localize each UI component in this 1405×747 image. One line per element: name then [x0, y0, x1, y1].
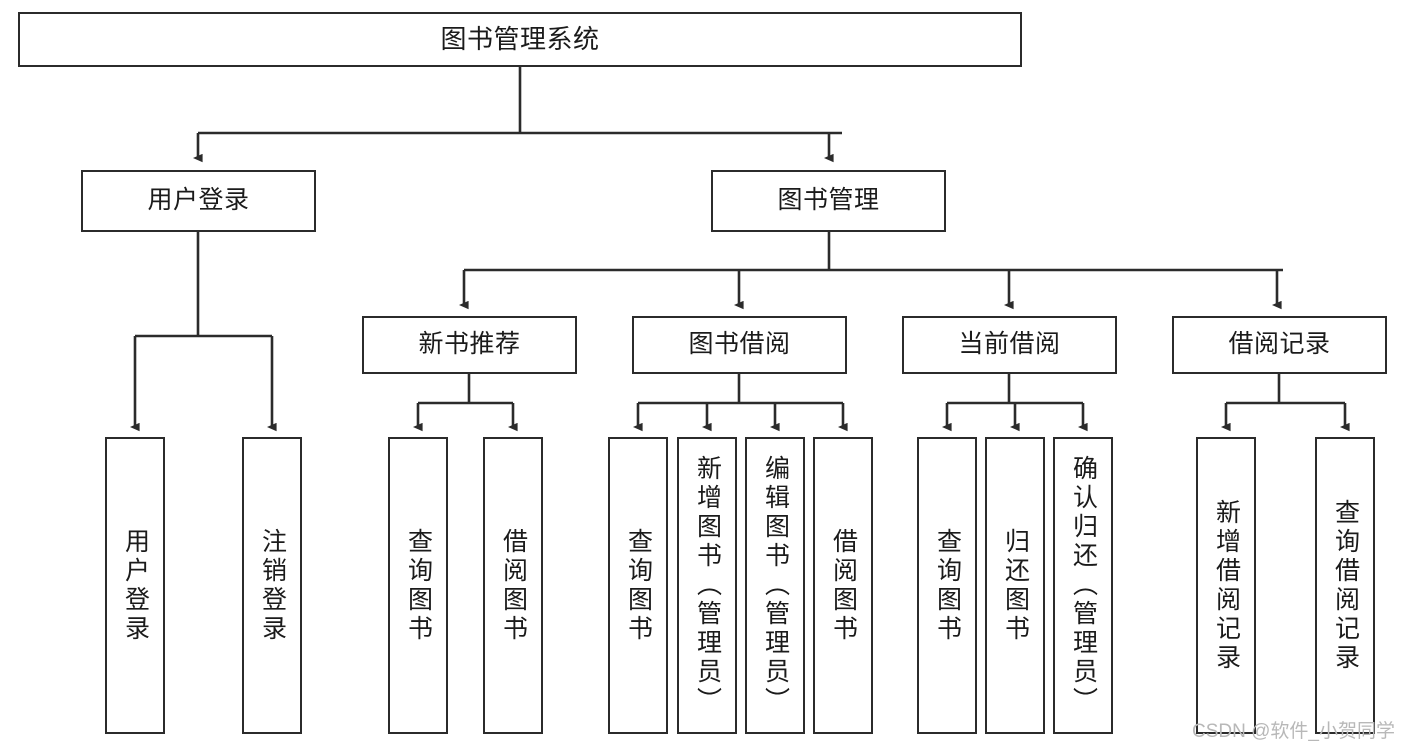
leaf-record-add[interactable]: 新增借阅记录: [1196, 437, 1256, 734]
leaf-recommend-borrow-book[interactable]: 借阅图书: [483, 437, 543, 734]
leaf-current-query-book[interactable]: 查询图书: [917, 437, 977, 734]
node-user-login[interactable]: 用户登录: [81, 170, 316, 232]
node-label: 用户登录: [147, 186, 250, 215]
leaf-user-login[interactable]: 用户登录: [105, 437, 165, 734]
node-label: 查询借阅记录: [1331, 498, 1360, 673]
leaf-current-return-book[interactable]: 归还图书: [985, 437, 1045, 734]
node-book-borrow[interactable]: 图书借阅: [632, 316, 847, 374]
node-borrow-record[interactable]: 借阅记录: [1172, 316, 1387, 374]
node-label: 编辑图书（管理员）: [761, 455, 790, 716]
node-label: 图书管理: [777, 186, 880, 215]
node-label: 新增借阅记录: [1212, 498, 1241, 673]
node-root-system[interactable]: 图书管理系统: [18, 12, 1022, 67]
node-label: 借阅图书: [499, 527, 528, 644]
node-label: 新增图书（管理员）: [693, 455, 722, 716]
node-label: 查询图书: [624, 527, 653, 644]
node-label: 当前借阅: [958, 330, 1061, 359]
leaf-current-confirm-return[interactable]: 确认归还（管理员）: [1053, 437, 1113, 734]
node-label: 借阅记录: [1228, 330, 1331, 359]
leaf-recommend-query-book[interactable]: 查询图书: [388, 437, 448, 734]
node-label: 注销登录: [258, 527, 287, 644]
node-label: 确认归还（管理员）: [1069, 455, 1098, 716]
leaf-borrow-query-book[interactable]: 查询图书: [608, 437, 668, 734]
node-current-borrow[interactable]: 当前借阅: [902, 316, 1117, 374]
leaf-record-query[interactable]: 查询借阅记录: [1315, 437, 1375, 734]
leaf-borrow-edit-book[interactable]: 编辑图书（管理员）: [745, 437, 805, 734]
node-new-book-recommend[interactable]: 新书推荐: [362, 316, 577, 374]
node-label: 图书借阅: [688, 330, 791, 359]
node-book-management[interactable]: 图书管理: [711, 170, 946, 232]
node-label: 借阅图书: [829, 527, 858, 644]
node-label: 归还图书: [1001, 527, 1030, 644]
leaf-borrow-borrow-book[interactable]: 借阅图书: [813, 437, 873, 734]
node-label: 查询图书: [933, 527, 962, 644]
node-label: 查询图书: [404, 527, 433, 644]
leaf-logout[interactable]: 注销登录: [242, 437, 302, 734]
node-label: 新书推荐: [418, 330, 521, 359]
leaf-borrow-add-book[interactable]: 新增图书（管理员）: [677, 437, 737, 734]
watermark-text: CSDN @软件_小贺同学: [1192, 721, 1395, 742]
node-label: 用户登录: [121, 527, 150, 644]
node-label: 图书管理系统: [440, 24, 600, 55]
